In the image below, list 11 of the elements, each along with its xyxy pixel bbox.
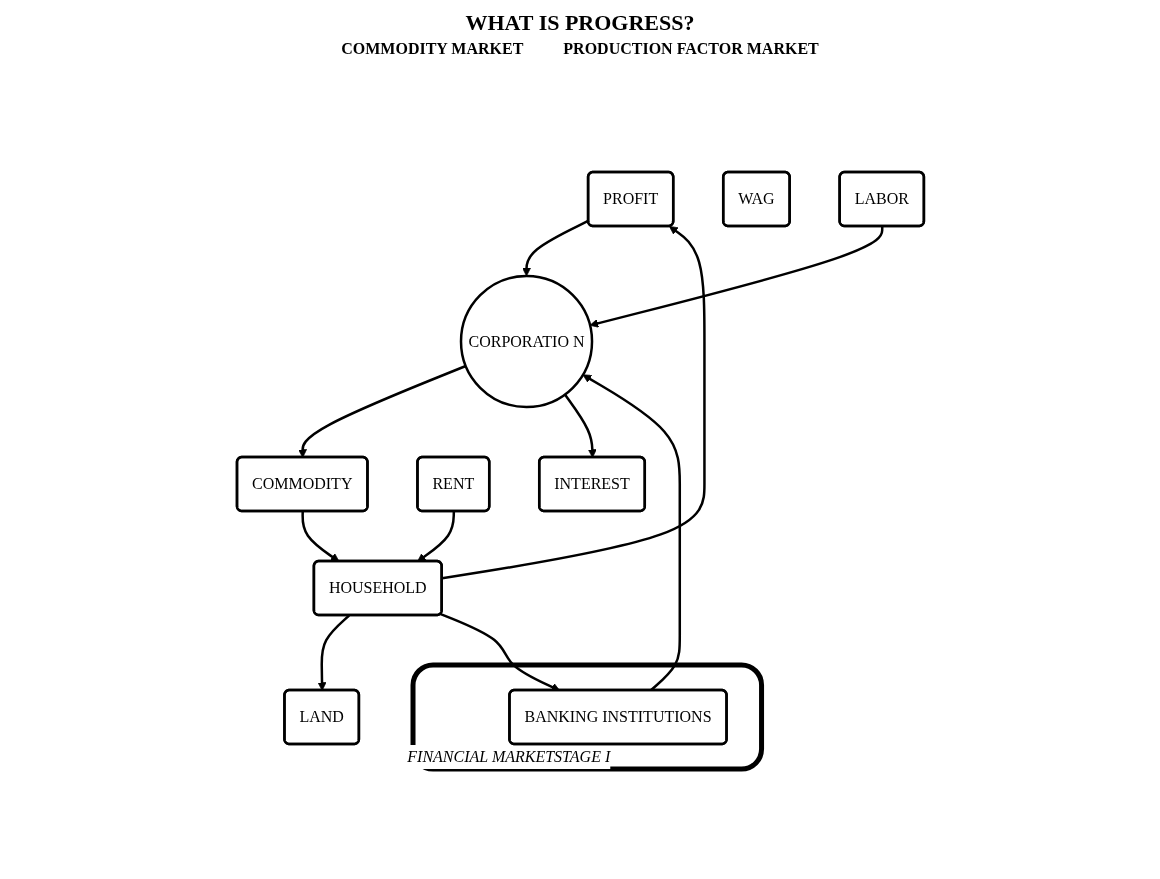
arrow <box>521 219 589 277</box>
node-circle: CORPORATIO N <box>459 274 593 409</box>
market-label: PRODUCTION FACTOR MARKET <box>563 40 819 58</box>
arrow <box>441 226 706 580</box>
market-label: COMMODITY MARKET <box>341 40 524 58</box>
arrow <box>297 364 466 458</box>
arrow <box>589 226 884 328</box>
arrow <box>563 393 597 458</box>
arrow <box>416 511 455 562</box>
arrow <box>300 511 339 562</box>
diagram-title: WHAT IS PROGRESS? <box>465 10 695 36</box>
